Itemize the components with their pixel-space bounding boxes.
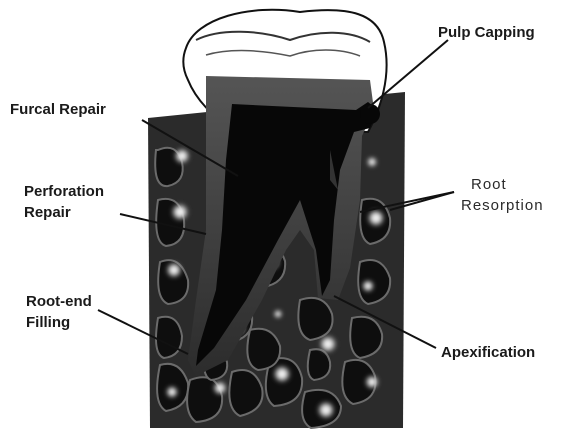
label-root-end-filling-line1: Root-end	[26, 291, 92, 312]
label-apexification: Apexification	[441, 342, 535, 363]
label-perforation-repair: Perforation Repair	[24, 181, 104, 223]
label-root-resorption-line1: Root	[461, 174, 544, 195]
label-furcal-repair: Furcal Repair	[10, 99, 106, 120]
label-root-end-filling: Root-end Filling	[26, 291, 92, 333]
label-root-resorption-line2: Resorption	[461, 195, 544, 216]
label-perforation-repair-line2: Repair	[24, 202, 104, 223]
label-perforation-repair-line1: Perforation	[24, 181, 104, 202]
label-root-resorption: Root Resorption	[461, 174, 544, 216]
label-pulp-capping: Pulp Capping	[438, 22, 535, 43]
label-root-end-filling-line2: Filling	[26, 312, 92, 333]
